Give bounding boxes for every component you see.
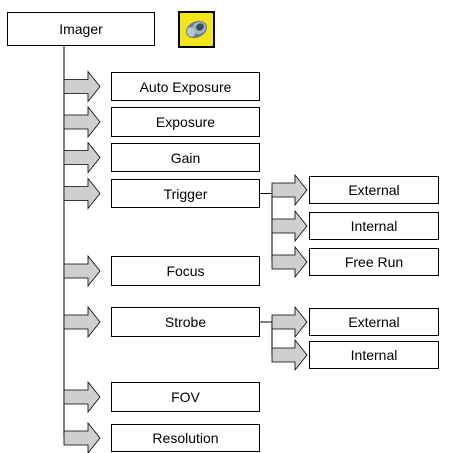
item-resolution-box: Resolution bbox=[111, 424, 260, 452]
arrow-to-fov bbox=[63, 380, 101, 414]
arrow-to-trigger-free-run bbox=[271, 245, 308, 279]
arrow-to-strobe bbox=[63, 305, 101, 339]
item-exposure-box: Exposure bbox=[111, 107, 260, 137]
item-auto-exposure-box: Auto Exposure bbox=[111, 72, 260, 101]
item-strobe-label: Strobe bbox=[164, 314, 207, 330]
item-focus-label: Focus bbox=[166, 263, 205, 279]
item-exposure-label: Exposure bbox=[155, 114, 216, 130]
root-imager-box: Imager bbox=[7, 12, 155, 46]
item-strobe-internal-box: Internal bbox=[309, 341, 439, 369]
camera-lens-icon bbox=[178, 11, 215, 48]
item-resolution-label: Resolution bbox=[152, 430, 219, 446]
item-strobe-internal-label: Internal bbox=[350, 347, 398, 363]
item-strobe-external-box: External bbox=[309, 308, 439, 336]
arrow-to-strobe-external bbox=[271, 305, 308, 339]
item-trigger-external-box: External bbox=[309, 176, 439, 204]
arrow-to-strobe-internal bbox=[271, 338, 308, 372]
item-fov-box: FOV bbox=[111, 382, 260, 412]
item-trigger-external-label: External bbox=[348, 182, 400, 198]
item-strobe-external-label: External bbox=[348, 314, 400, 330]
item-gain-box: Gain bbox=[111, 143, 260, 172]
item-trigger-label: Trigger bbox=[163, 185, 208, 202]
arrow-to-trigger-external bbox=[271, 173, 308, 207]
item-gain-label: Gain bbox=[170, 149, 201, 166]
arrow-to-auto-exposure bbox=[63, 70, 101, 103]
arrow-to-exposure bbox=[63, 105, 101, 139]
arrow-to-trigger bbox=[63, 177, 101, 210]
item-trigger-internal-label: Internal bbox=[350, 218, 398, 234]
item-trigger-internal-box: Internal bbox=[309, 212, 439, 240]
item-fov-label: FOV bbox=[171, 389, 200, 405]
arrow-to-focus bbox=[63, 254, 101, 288]
item-strobe-box: Strobe bbox=[111, 307, 260, 337]
item-trigger-free-run-box: Free Run bbox=[309, 248, 439, 276]
item-trigger-box: Trigger bbox=[111, 179, 260, 208]
item-auto-exposure-label: Auto Exposure bbox=[139, 78, 232, 95]
item-focus-box: Focus bbox=[111, 256, 260, 286]
arrow-to-gain bbox=[63, 141, 101, 174]
arrow-to-resolution bbox=[63, 421, 101, 453]
arrow-to-trigger-internal bbox=[271, 209, 308, 243]
root-imager-label: Imager bbox=[59, 21, 103, 37]
item-trigger-free-run-label: Free Run bbox=[344, 254, 404, 270]
